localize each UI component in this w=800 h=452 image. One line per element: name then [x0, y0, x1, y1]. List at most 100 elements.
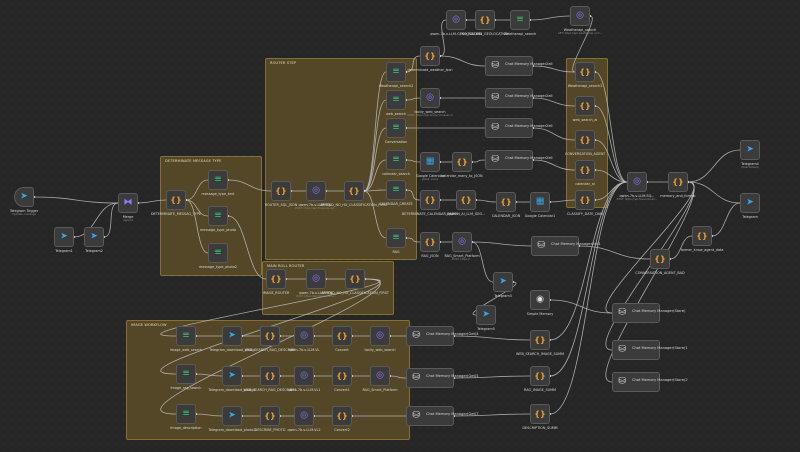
- node-weatherapi-search2[interactable]: ≡Weatherapi_search2: [379, 62, 413, 88]
- node-conversation[interactable]: ≡Conversation: [385, 118, 407, 144]
- globe-icon: ◎: [300, 330, 308, 341]
- node-label: CALENDAR_CREATE: [379, 202, 413, 206]
- node-telegram1[interactable]: ➤Telegram1: [54, 227, 74, 253]
- edge-chat-mem-7-to-rag-image-summ: [453, 375, 531, 379]
- node-append-image[interactable]: {}APPEND_NO_HU_CLASSIFICATION_FIRST: [321, 269, 389, 295]
- node-subtitle: append: [123, 219, 133, 222]
- node-qwen-vl-1[interactable]: ◎ qwen-7b-v-LLM-VL: [289, 326, 319, 352]
- node-tavily-web-search-img[interactable]: ◎tavily_web_search: [365, 326, 395, 352]
- node-chat-mem-1[interactable]: ⛁Chat Memory Manager2ell: [485, 56, 553, 76]
- node-conversation-agent[interactable]: {}CONVERSATION_AGENT: [565, 130, 605, 156]
- node-weatherapi-search[interactable]: ≡Weatherapi_search: [504, 10, 536, 36]
- node-web-search-ai[interactable]: {}web_search_ai: [573, 96, 597, 122]
- node-google-calendar2[interactable]: ▦Google Calendar1: [525, 192, 555, 218]
- node-router-sql[interactable]: {}ROUTER_SQL_JSON: [265, 181, 297, 207]
- node-label: Telegram_download_photo: [209, 348, 255, 352]
- node-calendar-search[interactable]: ≡calendar_search: [382, 150, 410, 176]
- node-calendar-create[interactable]: ≡CALENDAR_CREATE: [379, 180, 413, 206]
- node-tg-download-3[interactable]: ➤Telegram_download_photo2: [208, 406, 256, 432]
- node-telegram2[interactable]: ➤Telegram2: [84, 227, 104, 253]
- tg-icon: ➤: [499, 276, 507, 287]
- node-calendar-json[interactable]: {}CALENDAR_JSON: [492, 192, 520, 218]
- node-determinate-calendar[interactable]: {}DETERMINATE_CALENDAR_PARSE: [402, 190, 458, 216]
- node-chat-mem-s3[interactable]: ⛁Chat Memory Manager(Store)2: [612, 372, 688, 392]
- node-chat-mem-s1[interactable]: ⛁Chat Memory Manager(Store): [612, 303, 685, 323]
- node-qwen-router[interactable]: ◎qwen-7b-v-LLM-SQ...POST: https://api.fi…: [295, 181, 337, 210]
- node-convert-3[interactable]: {}Convert2: [332, 406, 352, 432]
- node-image-web-search[interactable]: ≡Image_web_search: [170, 326, 202, 352]
- node-determinate-type[interactable]: {}DETERMINATE_MESSAG_TYPE: [151, 190, 201, 216]
- node-label: RAG_JSON: [421, 254, 439, 258]
- node-conversation-agent-bad[interactable]: {}CONVERSATION_AGENT_BAD: [635, 249, 685, 275]
- node-qwen-vl-2[interactable]: ◎qwen-7b-v-LLM-VL1: [287, 366, 321, 392]
- node-label: qwen-7b-v-LLM-VL: [288, 348, 320, 352]
- node-chat-mem-3[interactable]: ⛁Chat Memory Manager2ell: [485, 118, 553, 138]
- node-message-type-text[interactable]: ≡message_type_text: [202, 170, 234, 196]
- node-web-search[interactable]: ≡web_search: [386, 90, 406, 116]
- node-memory-and-format[interactable]: {}memory_and_format: [660, 172, 696, 198]
- node-convert-2[interactable]: {}Convert1: [332, 366, 352, 392]
- node-telegram3[interactable]: ➤ Telegram3: [493, 272, 513, 298]
- edge-conversation-agent-to-qwen-final: [594, 139, 628, 183]
- node-web-search-image[interactable]: {}WEB_SEARCH_IMAGE_SUMM: [516, 330, 564, 356]
- node-label: calendar_search: [382, 172, 410, 176]
- node-web-search-rag-1[interactable]: {}WEB_SEARCH_RAG_DESCRIBE: [245, 326, 295, 352]
- node-image-router[interactable]: {}IMAGE_ROUTER: [263, 269, 289, 295]
- node-telegram5[interactable]: ➤Telegram5: [476, 305, 496, 331]
- node-append-calendar[interactable]: {}Append_AI_LLM_GEO...: [447, 190, 485, 216]
- node-former-agent-data[interactable]: {}former_know_agent_data: [681, 226, 723, 252]
- node-chat-mem-5[interactable]: ⛁Chat Memory Manager2ell1: [531, 236, 601, 256]
- node-telegram[interactable]: ➤Telegram: [740, 193, 760, 219]
- node-append-router[interactable]: {}APPEND_NO_HU_CLASSIFICATION_FIRST: [320, 181, 388, 207]
- node-chat-mem-6[interactable]: ⛁Chat Memory Manager(Get)4: [406, 326, 479, 346]
- node-rag[interactable]: ≡RAG: [386, 228, 406, 254]
- node-label: WEB_SEARCH_IMAGE_SUMM: [515, 352, 565, 356]
- node-weatherapi-search3[interactable]: {}Weatherapi_search3: [568, 62, 602, 88]
- node-subtitle: POST: https://api.tavily.com/search: [407, 114, 453, 117]
- node-image-rag-search[interactable]: ≡Image_rag_search: [171, 364, 201, 390]
- node-qwen-geo[interactable]: ◎qwen-7b-v-LLM-GEOLOCATION: [430, 10, 482, 36]
- node-image-description[interactable]: ≡Image_description: [170, 404, 202, 430]
- node-simple-memory[interactable]: ◉Simple Memory: [527, 290, 553, 316]
- node-qwen-vl-3[interactable]: ◎qwen-7b-v-LLM-VL2: [287, 406, 321, 432]
- node-rag-image-summ[interactable]: {}RAG_IMAGE_SUMM: [524, 366, 556, 392]
- node-label: Telegram3: [494, 294, 512, 298]
- node-convert-1[interactable]: {}Convert: [332, 326, 352, 352]
- edge-calendar-create-to-determinate-calendar: [405, 189, 421, 201]
- node-geo-json[interactable]: {}NO_FALLING_GEOLOCATION: [461, 10, 509, 36]
- node-chat-mem-8[interactable]: ⛁Chat Memory Manager(Get)7: [406, 406, 479, 426]
- edge-determinate-weather-to-chat-mem-1: [439, 55, 486, 67]
- node-chat-mem-2[interactable]: ⛁Chat Memory Manager2ell: [485, 88, 553, 108]
- node-chat-mem-7[interactable]: ⛁Chat Memory Manager(Get)5: [406, 368, 479, 388]
- node-classify-date[interactable]: {}CLASSIFY_DATE_DAM: [567, 190, 603, 216]
- node-message-type-photo[interactable]: ≡message_type_photo: [200, 206, 236, 232]
- node-rag-json[interactable]: {}RAG_JSON: [420, 232, 440, 258]
- edge-determinate-type-to-message-type-photo2: [185, 199, 209, 254]
- node-message-type-photo2[interactable]: ≡message_type_photo2: [199, 243, 237, 269]
- globe-icon: ◎: [458, 236, 466, 247]
- node-label: Telegram1: [55, 249, 73, 253]
- node-tg-download-2[interactable]: ➤Telegram_download_photo1: [208, 366, 256, 392]
- cal-icon: ▦: [425, 156, 435, 167]
- node-calendar-ai[interactable]: {}calendar_ai: [575, 160, 595, 186]
- node-chat-mem-4[interactable]: ⛁Chat Memory Manager2ell: [485, 150, 553, 170]
- node-qwen-final[interactable]: ◎qwen-7b-v-LLM-SQ...POST: https://api.fi…: [617, 172, 657, 201]
- node-determinate-weather[interactable]: {}determinate_weather_json: [407, 46, 453, 72]
- node-telegram4[interactable]: ➤Telegram4(Deactivated): [740, 140, 760, 169]
- db-icon: ⛁: [618, 307, 626, 318]
- node-description-summ[interactable]: {}DESCRIPTION_SUMM: [522, 404, 558, 430]
- node-chat-mem-s2[interactable]: ⛁Chat Memory Manager(Store)1: [612, 340, 688, 360]
- node-tg-download-1[interactable]: ➤Telegram_download_photo: [209, 326, 255, 352]
- node-web-search-rag-2[interactable]: {}WEB_SEARCH_RAG_DESCRIBE1: [244, 366, 296, 392]
- node-describe-photo[interactable]: {}DESCRIBE_PHOTO: [255, 406, 285, 432]
- node-rag-smart-img[interactable]: ◎RAG_Smart_Platform: [362, 366, 398, 392]
- node-calendar-many[interactable]: {}calendar_many_to_JSON: [441, 152, 483, 178]
